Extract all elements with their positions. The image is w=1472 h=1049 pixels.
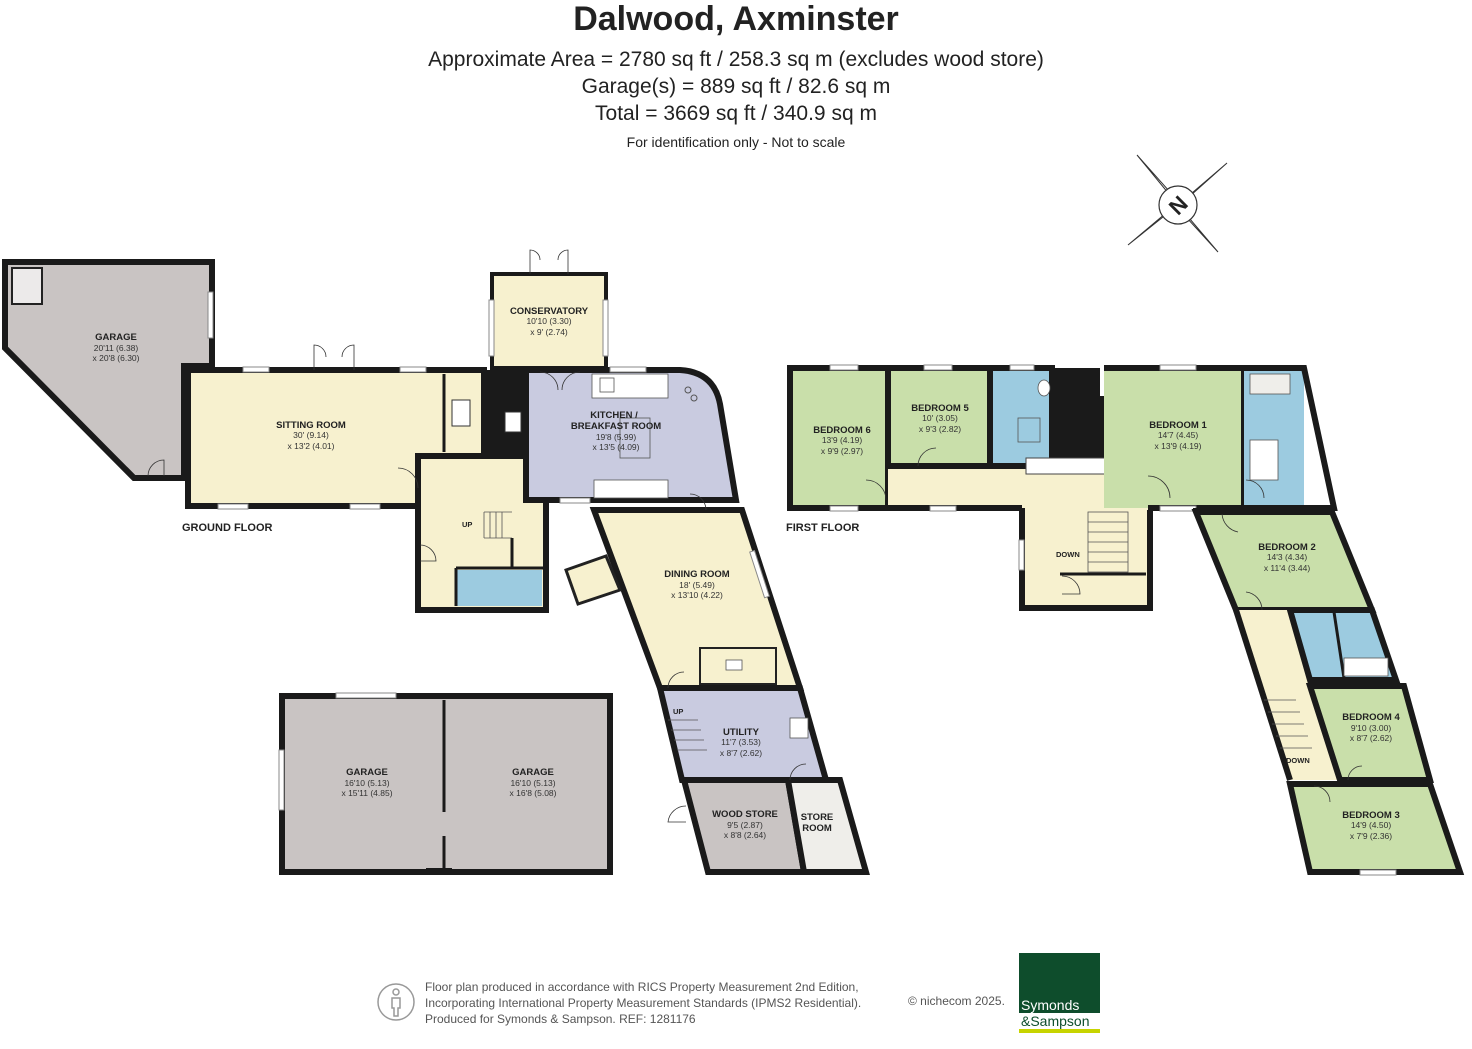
garage-main-dim1: 20'11 (6.38) — [94, 343, 139, 353]
sitting-room-name: SITTING ROOM — [276, 420, 346, 431]
sitting-room-dim2: x 13'2 (4.01) — [288, 441, 335, 451]
store-room-name-2: ROOM — [802, 823, 832, 834]
kitchen-dim2: x 13'5 (4.09) — [593, 442, 640, 452]
rics-person-icon — [377, 983, 415, 1021]
dining-room-dim1: 18' (5.49) — [679, 580, 715, 590]
bedroom-2-area — [1196, 512, 1372, 610]
bedroom-5-name: BEDROOM 5 — [911, 403, 969, 414]
garage-main-area — [5, 262, 212, 478]
bedroom-4-dim1: 9'10 (3.00) — [1351, 723, 1392, 733]
conservatory-name: CONSERVATORY — [510, 306, 589, 317]
garage-b-name: GARAGE — [512, 767, 554, 778]
garage-b-dim2: x 16'8 (5.08) — [510, 788, 557, 798]
conservatory-area — [492, 274, 606, 368]
copyright-text: © nichecom 2025. — [908, 994, 1005, 1008]
bedroom-3-name: BEDROOM 3 — [1342, 810, 1400, 821]
logo-line-2: &Sampson — [1021, 1013, 1090, 1029]
footer-line-1: Floor plan produced in accordance with R… — [425, 980, 859, 994]
sitting-room-dim1: 30' (9.14) — [293, 430, 329, 440]
dining-room-dim2: x 13'10 (4.22) — [671, 590, 723, 600]
kitchen-name-1: KITCHEN / — [590, 410, 638, 421]
bedroom-4-name: BEDROOM 4 — [1342, 712, 1400, 723]
bedroom-1-dim1: 14'7 (4.45) — [1158, 430, 1199, 440]
utility-dim2: x 8'7 (2.62) — [720, 748, 762, 758]
bedroom-5-area — [888, 368, 990, 466]
bedroom-4-area — [1310, 686, 1430, 780]
garage-main-name: GARAGE — [95, 332, 137, 343]
stairs-up-label: UP — [462, 520, 472, 529]
garage-a-dim1: 16'10 (5.13) — [344, 778, 389, 788]
garage-a-name: GARAGE — [346, 767, 388, 778]
wood-store-dim2: x 8'8 (2.64) — [724, 830, 766, 840]
corridor-area — [1236, 610, 1340, 780]
garage-main-dim2: x 20'8 (6.30) — [93, 353, 140, 363]
bedroom-3-area — [1290, 784, 1460, 872]
bedroom-3-dim1: 14'9 (4.50) — [1351, 820, 1392, 830]
footer-line-2: Incorporating International Property Mea… — [425, 996, 862, 1010]
wood-store-dim1: 9'5 (2.87) — [727, 820, 763, 830]
bedroom-5-dim1: 10' (3.05) — [922, 413, 958, 423]
compass-icon: N — [1127, 154, 1228, 253]
garage-b-dim1: 16'10 (5.13) — [510, 778, 555, 788]
stairs-down-label: DOWN — [1056, 550, 1080, 559]
bedroom-1-dim2: x 13'9 (4.19) — [1155, 441, 1202, 451]
dining-room-name: DINING ROOM — [664, 569, 730, 580]
scale-note: For identification only - Not to scale — [626, 134, 846, 150]
utility-dim1: 11'7 (3.53) — [721, 737, 761, 747]
area-garages: Garage(s) = 889 sq ft / 82.6 sq m — [581, 75, 891, 98]
kitchen-dim1: 19'8 (5.99) — [596, 432, 637, 442]
wood-store-name: WOOD STORE — [712, 809, 778, 820]
ground-floor-label: GROUND FLOOR — [182, 522, 272, 534]
bedroom-6-dim2: x 9'9 (2.97) — [821, 446, 863, 456]
bedroom-4-dim2: x 8'7 (2.62) — [1350, 733, 1392, 743]
area-total: Total = 3669 sq ft / 340.9 sq m — [595, 102, 877, 125]
conservatory-dim2: x 9' (2.74) — [530, 327, 568, 337]
bedroom-2-dim1: 14'3 (4.34) — [1267, 552, 1308, 562]
store-room-name-1: STORE — [801, 812, 834, 823]
double-garage-area — [282, 696, 610, 872]
kitchen-name-2: BREAKFAST ROOM — [571, 421, 661, 432]
bedroom-1-area — [1104, 368, 1244, 508]
kitchen-area — [526, 370, 736, 500]
bedroom-3-dim2: x 7'9 (2.36) — [1350, 831, 1392, 841]
logo-line-1: Symonds — [1021, 997, 1080, 1013]
bedroom-5-dim2: x 9'3 (2.82) — [919, 424, 961, 434]
stairs-up-utility-label: UP — [673, 707, 683, 716]
wood-store-area — [684, 780, 804, 872]
bedroom-6-dim1: 13'9 (4.19) — [822, 435, 863, 445]
bedroom-1-name: BEDROOM 1 — [1149, 420, 1207, 431]
bedroom-2-dim2: x 11'4 (3.44) — [1264, 563, 1311, 573]
bedroom-6-area — [790, 368, 888, 508]
footer-line-3: Produced for Symonds & Sampson. REF: 128… — [425, 1012, 696, 1026]
page-title: Dalwood, Axminster — [573, 0, 899, 38]
symonds-sampson-logo: Symonds &Sampson — [1019, 953, 1100, 1033]
utility-name: UTILITY — [723, 727, 760, 738]
conservatory-dim1: 10'10 (3.30) — [526, 316, 571, 326]
garage-a-dim2: x 15'11 (4.85) — [341, 788, 392, 798]
stairs-down-2-label: DOWN — [1286, 756, 1310, 765]
area-approximate: Approximate Area = 2780 sq ft / 258.3 sq… — [428, 48, 1044, 71]
bedroom-6-name: BEDROOM 6 — [813, 425, 871, 436]
first-floor-label: FIRST FLOOR — [786, 522, 859, 534]
footer-text: Floor plan produced in accordance with R… — [425, 979, 861, 1027]
utility-area — [660, 688, 826, 780]
bedroom-2-name: BEDROOM 2 — [1258, 542, 1316, 553]
